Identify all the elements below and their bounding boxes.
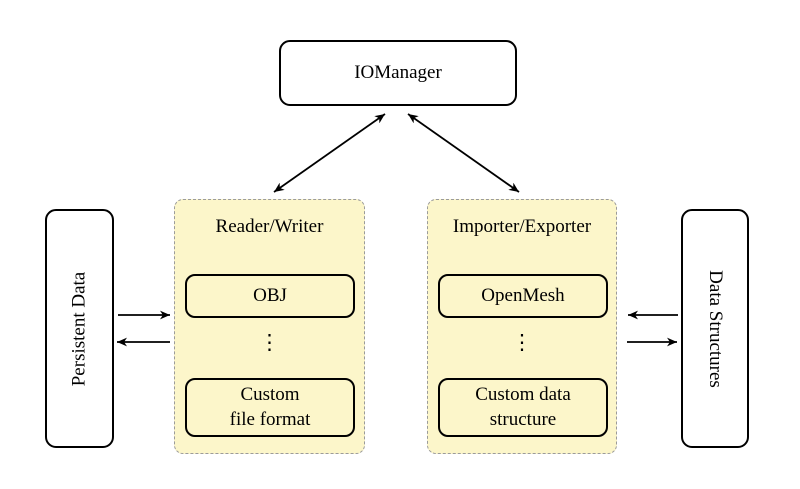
item-custom-file-format: Custom file format: [185, 378, 355, 437]
reader-writer-ellipsis-icon: ⋮: [259, 330, 280, 354]
group-reader-writer: Reader/Writer OBJ ⋮ Custom file format: [174, 199, 365, 454]
item-custom-data-structure: Custom data structure: [438, 378, 608, 437]
node-persistent-data: Persistent Data: [45, 209, 114, 448]
item-obj-label: OBJ: [253, 284, 287, 306]
item-custom-file-format-label: Custom file format: [229, 384, 311, 430]
group-importer-exporter: Importer/Exporter OpenMesh ⋮ Custom data…: [427, 199, 617, 454]
arrow-iomanager-reader-writer: [273, 113, 386, 193]
arrow-iomanager-importer-exporter: [407, 113, 520, 193]
item-obj: OBJ: [185, 274, 355, 318]
item-custom-data-structure-label: Custom data structure: [475, 384, 571, 430]
node-data-structures: Data Structures: [681, 209, 749, 448]
node-iomanager: IOManager: [279, 40, 517, 106]
group-importer-exporter-title: Importer/Exporter: [452, 216, 592, 237]
item-openmesh: OpenMesh: [438, 274, 608, 318]
node-persistent-data-label: Persistent Data: [68, 271, 90, 386]
group-reader-writer-title: Reader/Writer: [215, 216, 324, 237]
importer-exporter-ellipsis-icon: ⋮: [511, 330, 533, 354]
item-openmesh-label: OpenMesh: [481, 284, 565, 306]
node-iomanager-label: IOManager: [354, 62, 442, 83]
node-data-structures-label: Data Structures: [705, 269, 726, 388]
